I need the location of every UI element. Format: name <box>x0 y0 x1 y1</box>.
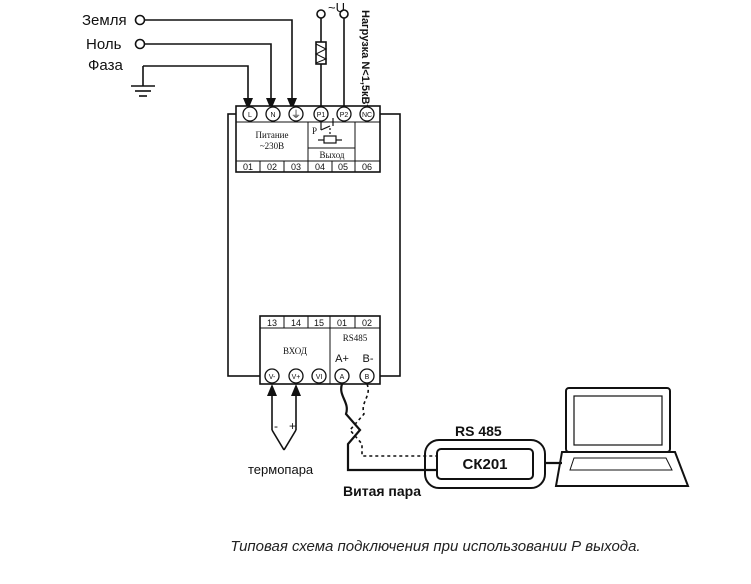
bottom-number-14: 14 <box>291 318 301 328</box>
terminal-label-p2: P2 <box>340 112 349 119</box>
terminal-a <box>334 368 350 384</box>
label-power: Питание <box>256 130 289 140</box>
bottom-number-01: 01 <box>337 318 347 328</box>
label-tc-minus: - <box>274 419 278 433</box>
label-thermocouple: термопара <box>248 462 314 477</box>
label-input: ВХОД <box>283 346 307 356</box>
neutral-terminal <box>134 38 146 50</box>
top-terminals <box>242 106 375 122</box>
label-load: Нагрузка N<1,5кВт <box>359 10 371 110</box>
label-power-voltage: ~230В <box>260 141 284 151</box>
terminal-p2 <box>336 106 352 122</box>
terminal-label-vi: VI <box>316 374 323 381</box>
bottom-number-13: 13 <box>267 318 277 328</box>
label-b-minus: B- <box>363 353 374 365</box>
terminal-label-n: N <box>270 112 275 119</box>
terminal-v-minus <box>264 368 280 384</box>
terminal-label-nc: NC <box>362 112 372 119</box>
laptop-icon <box>554 387 690 487</box>
label-a-plus: A+ <box>335 353 349 365</box>
terminal-label-p1: P1 <box>317 112 326 119</box>
label-earth: Земля <box>82 12 127 29</box>
supply-lines <box>131 14 293 108</box>
load-circuit <box>314 9 349 106</box>
terminal-earth <box>288 106 304 122</box>
twisted-pair <box>340 383 436 472</box>
bottom-number-15: 15 <box>314 318 324 328</box>
terminal-n <box>265 106 281 122</box>
label-rs485-block: RS485 <box>343 333 368 343</box>
label-twisted-pair: Витая пара <box>343 483 421 499</box>
terminal-label-v-minus: V- <box>269 374 276 381</box>
top-number-03: 03 <box>291 162 301 172</box>
label-neutral: Ноль <box>86 36 122 53</box>
terminal-v-plus <box>288 368 304 384</box>
terminal-label-v-plus: V+ <box>292 374 301 381</box>
thermocouple-wires <box>271 396 297 451</box>
terminal-nc <box>359 106 375 122</box>
terminal-label-a: A <box>340 374 345 381</box>
label-tc-plus: + <box>289 419 296 433</box>
figure-caption: Типовая схема подключения при использова… <box>230 538 641 555</box>
device-body <box>227 105 401 385</box>
top-number-05: 05 <box>338 162 348 172</box>
top-number-02: 02 <box>267 162 277 172</box>
terminal-vi <box>311 368 327 384</box>
terminal-label-earth: ⏚ <box>291 109 301 121</box>
label-converter: СК201 <box>462 456 507 473</box>
top-number-06: 06 <box>362 162 372 172</box>
terminal-b <box>359 368 375 384</box>
bottom-number-02: 02 <box>362 318 372 328</box>
top-number-01: 01 <box>243 162 253 172</box>
bottom-terminals <box>264 368 375 384</box>
terminal-label-l: L <box>248 112 252 119</box>
supply-u-terminal <box>316 9 326 19</box>
label-supply-u: ~U <box>328 0 345 15</box>
label-phase: Фаза <box>88 57 123 74</box>
terminal-l <box>242 106 258 122</box>
label-rs485-title: RS 485 <box>455 423 502 439</box>
label-output: Выход <box>319 150 344 160</box>
earth-terminal <box>134 14 146 26</box>
relay-symbol <box>318 118 342 144</box>
label-relay-p: P <box>312 126 317 136</box>
supply-arrows <box>243 98 297 110</box>
thermocouple-arrows <box>267 384 301 396</box>
terminal-p1 <box>313 106 329 122</box>
top-number-04: 04 <box>315 162 325 172</box>
terminal-label-b: B <box>365 374 370 381</box>
